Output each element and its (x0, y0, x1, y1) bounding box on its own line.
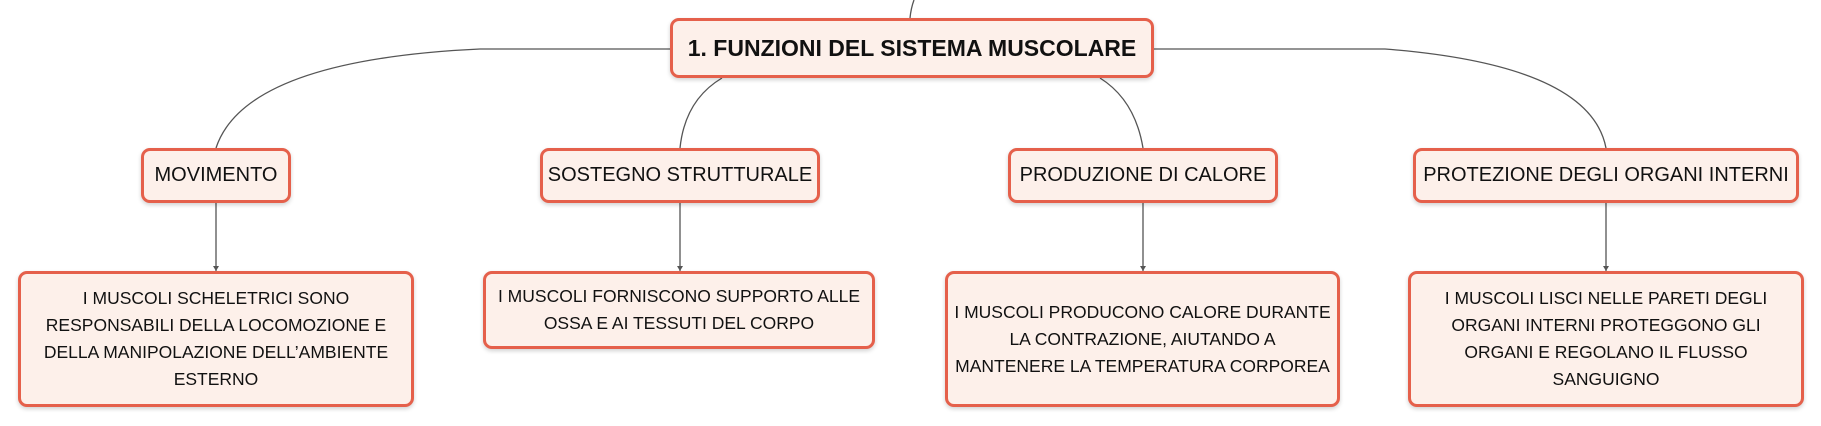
topic-protezione-organi[interactable]: PROTEZIONE DEGLI ORGANI INTERNI (1413, 148, 1799, 203)
detail-produzione-di-calore[interactable]: I MUSCOLI PRODUCONO CALORE DURANTE LA CO… (945, 271, 1340, 407)
topic-produzione-di-calore-label: PRODUZIONE DI CALORE (1019, 164, 1267, 186)
topic-sostegno-strutturale-label: SOSTEGNO STRUTTURALE (547, 164, 813, 186)
detail-produzione-di-calore-text: I MUSCOLI PRODUCONO CALORE DURANTE LA CO… (954, 301, 1331, 376)
arrowhead-movimento-detail (213, 266, 219, 271)
root-topic-label: 1. FUNZIONI DEL SISTEMA MUSCOLARE (687, 34, 1137, 61)
arrowhead-protezione-detail (1603, 266, 1609, 271)
connector-parent-to-root (909, 0, 915, 19)
detail-protezione-organi-text: I MUSCOLI LISCI NELLE PARETI DEGLI ORGAN… (1444, 288, 1768, 389)
arrowhead-sostegno-detail (677, 266, 683, 271)
root-topic-node[interactable]: 1. FUNZIONI DEL SISTEMA MUSCOLARE (670, 18, 1154, 78)
connector-root-to-calore (1099, 77, 1144, 149)
topic-movimento[interactable]: MOVIMENTO (141, 148, 291, 203)
topic-produzione-di-calore[interactable]: PRODUZIONE DI CALORE (1008, 148, 1278, 203)
topic-movimento-label: MOVIMENTO (154, 164, 278, 186)
connector-root-to-movimento (215, 48, 670, 149)
arrowhead-calore-detail (1140, 266, 1146, 271)
detail-protezione-organi[interactable]: I MUSCOLI LISCI NELLE PARETI DEGLI ORGAN… (1408, 271, 1804, 407)
connector-root-to-protezione (1154, 48, 1607, 149)
topic-sostegno-strutturale[interactable]: SOSTEGNO STRUTTURALE (540, 148, 820, 203)
topic-protezione-organi-label: PROTEZIONE DEGLI ORGANI INTERNI (1423, 164, 1789, 186)
detail-sostegno-strutturale[interactable]: I MUSCOLI FORNISCONO SUPPORTO ALLE OSSA … (483, 271, 875, 349)
connector-root-to-sostegno (679, 77, 723, 149)
detail-movimento-text: I MUSCOLI SCHELETRICI SONO RESPONSABILI … (43, 288, 389, 389)
detail-sostegno-strutturale-text: I MUSCOLI FORNISCONO SUPPORTO ALLE OSSA … (497, 286, 861, 333)
detail-movimento[interactable]: I MUSCOLI SCHELETRICI SONO RESPONSABILI … (18, 271, 414, 407)
